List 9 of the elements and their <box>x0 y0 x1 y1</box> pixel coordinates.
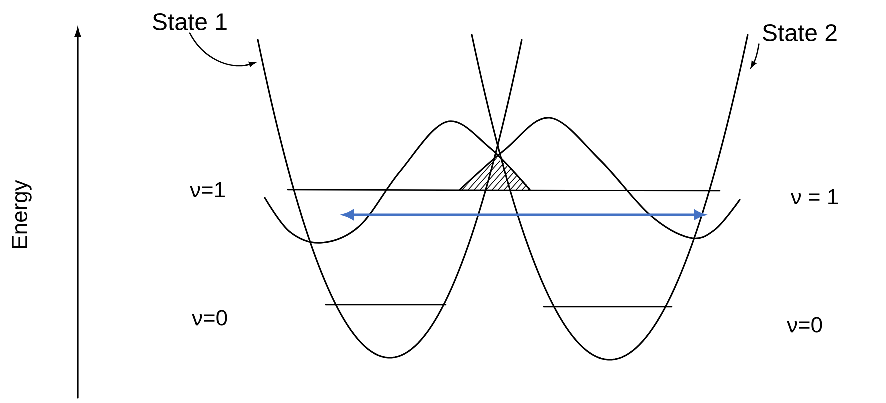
level-label: ν=1 <box>190 182 225 198</box>
leader-line <box>750 44 760 68</box>
level-label: ν = 1 <box>790 189 838 205</box>
axis-label: Energy <box>12 180 32 248</box>
level-label: ν=0 <box>192 310 228 326</box>
level-label: ν=0 <box>786 317 822 333</box>
state-label: State 2 <box>763 24 837 42</box>
state-label: State 1 <box>153 14 227 30</box>
leader-line <box>189 32 256 67</box>
